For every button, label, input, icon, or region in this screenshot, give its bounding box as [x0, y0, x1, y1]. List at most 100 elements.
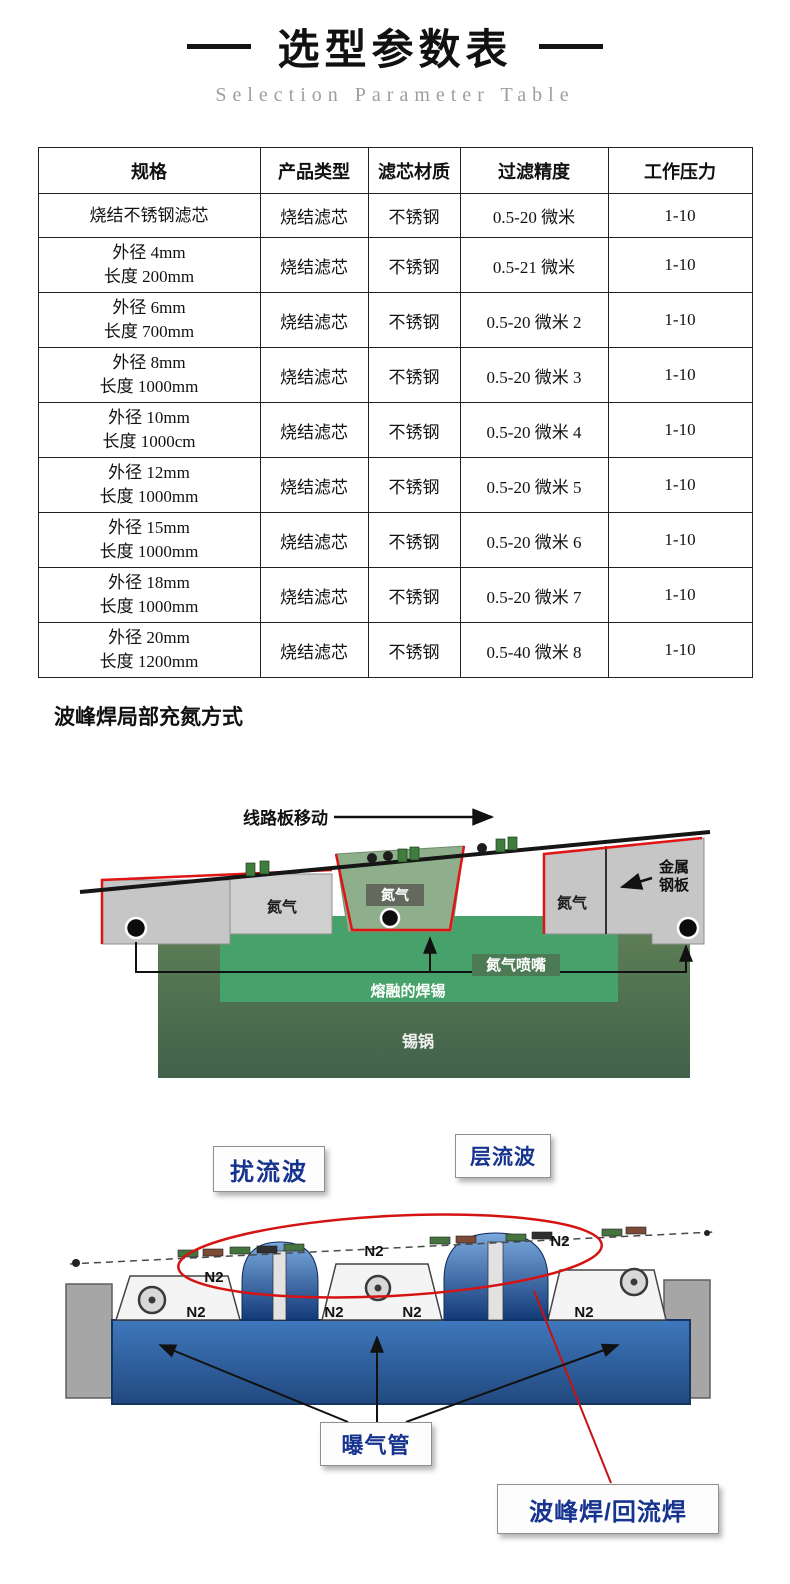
cell-material: 不锈钢 [367, 347, 461, 403]
cell-pressure: 1-10 [607, 292, 753, 348]
spec-line1: 外径 10mm [108, 408, 190, 427]
turbulent-wave-label-box: 扰流波 [213, 1146, 325, 1192]
nozzle-outlet [379, 907, 401, 929]
cell-material: 不锈钢 [367, 402, 461, 458]
pcb-components [177, 1226, 647, 1258]
laminar-wave-label-box: 层流波 [455, 1134, 551, 1178]
cell-pressure: 1-10 [607, 512, 753, 568]
cell-type: 烧结滤芯 [259, 237, 369, 293]
title-dash-right [538, 44, 603, 49]
spec-line1: 外径 6mm [112, 298, 186, 317]
n2-label: N2 [574, 1304, 593, 1321]
wave-solder-nitrogen-diagram: 线路板移动 氮气 氮气 氮气 氮气喷嘴 熔融的焊锡 锡锅 金属 钢板 [0, 788, 790, 1088]
n2-center-box [366, 884, 424, 906]
cell-spec: 外径 10mm 长度 1000cm [37, 402, 261, 458]
title-dash-left [187, 44, 252, 49]
cell-material: 不锈钢 [367, 237, 461, 293]
wave-machine-svg: N2 N2 N2 N2 N2 N2 N2 [65, 1213, 715, 1484]
n2-left-label: 氮气 [267, 898, 297, 916]
spec-line2: 长度 1000mm [99, 487, 199, 506]
machine-body-mid [229, 873, 333, 935]
conveyor-end-dot-right [704, 1230, 710, 1236]
cell-type: 烧结滤芯 [259, 622, 369, 678]
cell-precision: 0.5-20 微米 2 [459, 292, 609, 348]
n2-label: N2 [550, 1233, 569, 1250]
title-row: 选型参数表 [0, 16, 790, 77]
conveyor-dashed-line [69, 1231, 715, 1265]
spec-line2: 长度 1000mm [99, 597, 199, 616]
cell-spec: 烧结不锈钢滤芯 [37, 193, 261, 238]
metal-plate-label-2: 钢板 [659, 876, 690, 894]
cell-material: 不锈钢 [367, 567, 461, 623]
cell-type: 烧结滤芯 [259, 512, 369, 568]
col-header-material: 滤芯材质 [367, 147, 461, 194]
page-subtitle: Selection Parameter Table [215, 84, 575, 106]
nozzle-pipe-line [135, 942, 693, 973]
spec-line1: 外径 4mm [112, 243, 186, 262]
aeration-pipe-label-box: 曝气管 [320, 1422, 432, 1466]
cell-precision: 0.5-40 微米 8 [459, 622, 609, 678]
cell-spec: 外径 20mm 长度 1200mm [37, 622, 261, 678]
n2-label: N2 [186, 1304, 205, 1321]
roller-right [619, 1267, 649, 1297]
n2-label: N2 [324, 1304, 343, 1321]
cell-spec: 外径 4mm 长度 200mm [37, 237, 261, 293]
nitrogen-diagram-svg: 线路板移动 氮气 氮气 氮气 氮气喷嘴 熔融的焊锡 锡锅 金属 钢板 [79, 808, 711, 1078]
solder-tank [111, 1319, 691, 1405]
cell-material: 不锈钢 [367, 292, 461, 348]
pcb-components [245, 836, 518, 877]
cell-material: 不锈钢 [367, 512, 461, 568]
wave-highlight-ellipse [177, 1213, 603, 1299]
table-header-row: 规格 产品类型 滤芯材质 过滤精度 工作压力 [37, 147, 753, 194]
metal-plate-label-1: 金属 [658, 858, 689, 876]
board-move-label: 线路板移动 [243, 808, 328, 828]
n2-center-label: 氮气 [380, 887, 409, 903]
col-header-type: 产品类型 [259, 147, 369, 194]
cell-pressure: 1-10 [607, 567, 753, 623]
spec-line2: 长度 1200mm [99, 652, 199, 671]
spec-line2: 长度 1000mm [99, 542, 199, 561]
cell-type: 烧结滤芯 [259, 193, 369, 238]
page-header: 选型参数表 Selection Parameter Table [0, 0, 790, 107]
cell-type: 烧结滤芯 [259, 292, 369, 348]
n2-label: N2 [364, 1243, 383, 1260]
spec-line2: 长度 1000cm [102, 432, 196, 451]
n2-right-label: 氮气 [557, 894, 587, 912]
cell-precision: 0.5-20 微米 7 [459, 567, 609, 623]
spec-line2: 长度 1000mm [99, 377, 199, 396]
nozzle-label-bg [472, 954, 560, 976]
molten-solder-label: 熔融的焊锡 [370, 982, 445, 1000]
section-heading: 波峰焊局部充氮方式 [54, 706, 243, 729]
spec-line2: 长度 200mm [103, 267, 195, 286]
parameter-table: 规格 产品类型 滤芯材质 过滤精度 工作压力 烧结不锈钢滤芯 烧结滤芯 不锈钢 … [37, 147, 753, 678]
roller-center [364, 1274, 392, 1302]
cell-type: 烧结滤芯 [259, 457, 369, 513]
aeration-arrow-right [405, 1343, 620, 1423]
page-title: 选型参数表 [277, 26, 513, 73]
roller-left [124, 916, 148, 940]
conveyor-end-dot-left [72, 1259, 80, 1267]
machine-wall-left [65, 1283, 113, 1399]
cell-pressure: 1-10 [607, 347, 753, 403]
cell-type: 烧结滤芯 [259, 402, 369, 458]
table-row: 烧结不锈钢滤芯 烧结滤芯 不锈钢 0.5-20 微米 1-10 [37, 193, 753, 238]
col-header-pressure: 工作压力 [607, 147, 753, 194]
cell-type: 烧结滤芯 [259, 567, 369, 623]
spec-line1: 外径 20mm [108, 628, 190, 647]
n2-label: N2 [204, 1269, 223, 1286]
machine-body-left [101, 879, 231, 945]
cell-pressure: 1-10 [607, 402, 753, 458]
wave-pointer-line [533, 1290, 612, 1484]
cell-material: 不锈钢 [367, 193, 461, 238]
cell-precision: 0.5-20 微米 5 [459, 457, 609, 513]
